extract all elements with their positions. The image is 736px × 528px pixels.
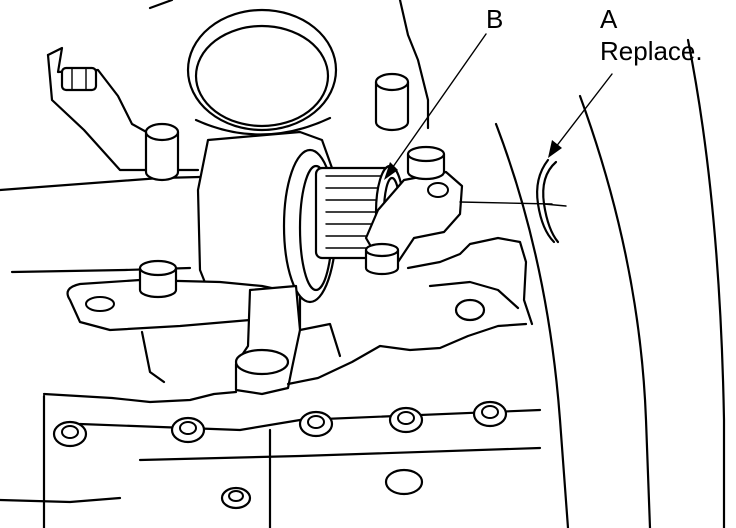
boss-2 [170, 416, 206, 444]
callout-a-note: Replace. [600, 36, 703, 66]
callout-a: A Replace. [548, 4, 703, 158]
stud-mid-left [144, 122, 180, 182]
boss-8 [454, 298, 486, 322]
circlip [536, 158, 567, 244]
boss-1 [52, 420, 88, 448]
housing-studs [60, 66, 410, 182]
case-bosses [52, 298, 508, 510]
boss-3 [298, 410, 334, 438]
boss-5 [472, 400, 508, 428]
clutch-housing-arcs [494, 38, 726, 528]
boss-4 [388, 406, 424, 434]
filler-cap [186, 8, 338, 136]
callout-b-letter: B [486, 4, 503, 34]
bearing-support [66, 130, 338, 332]
callout-b-arrowhead [384, 162, 398, 180]
stud-upper-right [374, 72, 410, 132]
boss-6 [220, 486, 252, 510]
callout-a-letter: A [600, 4, 618, 34]
mount-foot [234, 284, 302, 396]
stud-left [60, 66, 98, 92]
callout-a-arrowhead [548, 140, 562, 158]
boss-7 [384, 468, 424, 496]
transmission-case [0, 236, 542, 528]
shaft-bracket [364, 145, 553, 276]
callout-b: B [384, 4, 503, 180]
